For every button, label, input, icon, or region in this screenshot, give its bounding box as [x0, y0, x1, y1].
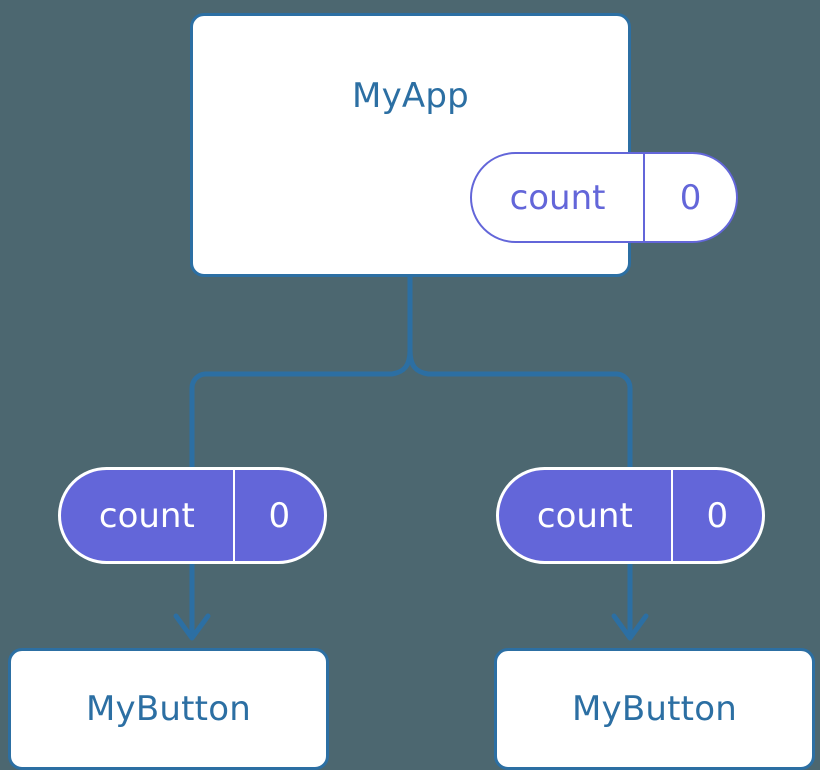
component-node-mybutton-right[interactable]: MyButton [494, 648, 815, 770]
arrowhead-left [173, 613, 211, 641]
component-node-mybutton-left[interactable]: MyButton [8, 648, 329, 770]
prop-pill-key: count [536, 495, 633, 536]
component-label-myapp: MyApp [352, 76, 469, 116]
prop-pill-right[interactable]: count 0 [496, 467, 765, 564]
state-pill-value: 0 [643, 154, 736, 241]
prop-pill-left[interactable]: count 0 [58, 467, 327, 564]
prop-pill-value: 0 [670, 470, 762, 561]
connector-fork-to-left-pill [189, 349, 413, 470]
component-label-mybutton-left: MyButton [86, 689, 251, 729]
state-pill-key: count [509, 177, 606, 218]
arrowhead-right [611, 613, 649, 641]
prop-pill-value: 0 [232, 470, 324, 561]
state-pill-myapp[interactable]: count 0 [470, 152, 738, 243]
connector-fork-to-right-pill [407, 349, 633, 470]
component-node-myapp[interactable]: MyApp count 0 [190, 13, 738, 277]
component-label-mybutton-right: MyButton [572, 689, 737, 729]
prop-pill-key: count [98, 495, 195, 536]
